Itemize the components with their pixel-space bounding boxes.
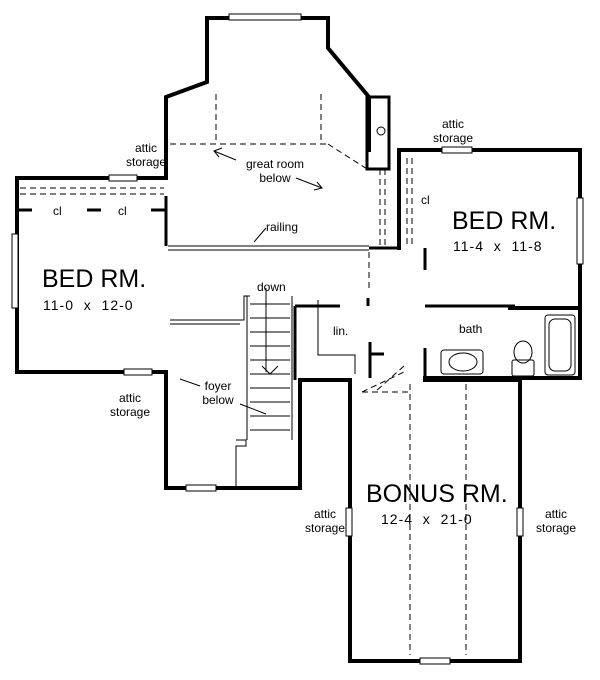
foyer-below-label: foyer below [188,379,248,407]
label-text: great room below [245,157,305,185]
interior-walls [17,95,515,380]
attic-storage-label: attic storage [111,141,181,169]
dashed-lines [20,94,467,655]
room-dims-bonus: 12-4 x 21-0 [381,511,473,527]
railing-label: railing [266,220,299,234]
room-name-bed-left: BED RM. [42,265,147,293]
room-name-bonus: BONUS RM. [366,480,508,508]
closet-label: cl [118,204,127,218]
label-text: attic storage [432,117,474,145]
great-room-below-label: great room below [235,157,315,185]
attic-storage-label: attic storage [418,117,488,145]
room-dims-bed-left: 11-0 x 12-0 [43,297,134,313]
attic-storage-label: attic storage [521,507,591,535]
label-text: attic storage [304,507,346,535]
linen-label: lin. [333,324,349,338]
exterior-walls [15,16,582,663]
label-text: attic storage [535,507,577,535]
label-text: foyer below [202,379,234,407]
stairs-down-label: down [257,280,286,294]
attic-storage-label: attic storage [95,391,165,419]
label-text: attic storage [125,141,167,169]
label-text: attic storage [109,391,151,419]
room-dims-bed-right: 11-4 x 11-8 [453,238,543,254]
attic-storage-label: attic storage [290,507,360,535]
closet-label: cl [53,204,62,218]
bath-label: bath [459,322,483,336]
closet-label: cl [421,193,430,207]
room-name-bed-right: BED RM. [452,207,557,235]
thin-lines [11,13,584,665]
